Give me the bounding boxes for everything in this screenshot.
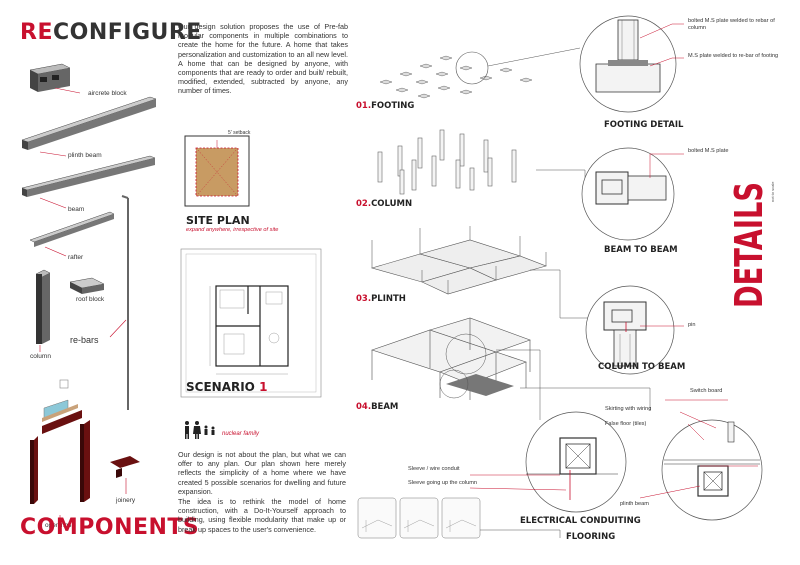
- label-re-bars: re-bars: [70, 335, 99, 345]
- label-column: column: [30, 353, 51, 360]
- page-title: RECONFIGURE: [20, 20, 202, 45]
- details-title-text: DETAILS: [727, 182, 771, 308]
- plinth-beam-drawing: [21, 96, 157, 157]
- not-to-scale-note: not to scale: [770, 181, 775, 202]
- openings-drawing: [30, 379, 90, 522]
- beam-frame: [371, 317, 531, 385]
- label-joinery: joinery: [116, 497, 136, 504]
- column-to-beam-title: COLUMN TO BEAM: [598, 362, 686, 372]
- step-footing: 01.FOOTING: [356, 101, 415, 111]
- footing-detail-circle: [579, 15, 684, 113]
- site-plan-drawing: [184, 135, 250, 207]
- step-column: 02.COLUMN: [356, 199, 413, 209]
- label-beam: beam: [68, 206, 85, 213]
- sleeve-conduit-label: Sleeve / wire conduit: [408, 466, 460, 472]
- switch-board-label: Switch board: [690, 388, 723, 394]
- rafter-drawing: [29, 211, 115, 257]
- false-floor-label: False floor (tiles): [605, 421, 647, 427]
- footing-detail-title: FOOTING DETAIL: [604, 120, 684, 130]
- footing-note-1: bolted M.S plate welded to rebar of colu…: [688, 18, 775, 31]
- re-bar-drawing: [109, 195, 129, 410]
- intro-paragraph: Our design solution proposes the use of …: [178, 22, 348, 96]
- step-beam: 04.BEAM: [356, 402, 399, 412]
- family-icon: [185, 421, 215, 439]
- details-vertical-title: DETAILS not to scale: [727, 181, 775, 308]
- electrical-conduiting-circle: [525, 411, 627, 513]
- pin-label: pin: [688, 322, 696, 328]
- label-roof-block: roof block: [76, 296, 105, 303]
- label-plinth-beam: plinth beam: [68, 152, 102, 159]
- column-to-beam-circle: [585, 285, 684, 375]
- step-plinth: 03.PLINTH: [356, 294, 406, 304]
- footing-note-2: M.S plate welded to re-bar of footing: [688, 53, 779, 59]
- joinery-drawing: [110, 456, 140, 494]
- column-drawing: [35, 269, 51, 352]
- label-aircrete-block: aircrete block: [88, 90, 127, 97]
- closing-paragraph-2: The idea is to rethink the model of home…: [178, 497, 346, 534]
- closing-paragraph-1: Our design is not about the plan, but wh…: [178, 450, 346, 496]
- components-title: COMPONENTS: [20, 515, 200, 540]
- scenario-plan-drawing: [180, 248, 322, 398]
- label-rafter: rafter: [68, 254, 84, 261]
- family-label: nuclear family: [222, 431, 260, 437]
- beam-drawing: [21, 155, 156, 209]
- aircrete-block-drawing: [29, 63, 81, 94]
- beam-note: bolted M.S plate: [688, 148, 729, 154]
- flooring-title: FLOORING: [566, 532, 616, 542]
- electrical-conduiting-title: ELECTRICAL CONDUITING: [520, 516, 641, 526]
- footing-blocks: [379, 55, 533, 99]
- label-openings: openings: [45, 522, 72, 529]
- plinth-beam-detail-label: plinth beam: [620, 501, 649, 507]
- skirting-label: Skirting with wiring: [605, 406, 652, 412]
- flooring-steps: [357, 497, 481, 539]
- site-plan-subtitle: expand anywhere, irrespective of site: [186, 227, 279, 233]
- flooring-detail-circle: [661, 419, 763, 521]
- roof-block-drawing: [69, 277, 105, 294]
- beam-to-beam-circle: [581, 147, 684, 241]
- site-plan-title: SITE PLAN: [186, 214, 250, 227]
- setback-label: 5' setback: [228, 130, 251, 136]
- column-posts: [377, 129, 517, 195]
- beam-to-beam-title: BEAM TO BEAM: [604, 245, 678, 255]
- scenario-title: SCENARIO 1: [186, 380, 268, 394]
- sleeve-column-label: Sleeve going up the column: [408, 480, 478, 486]
